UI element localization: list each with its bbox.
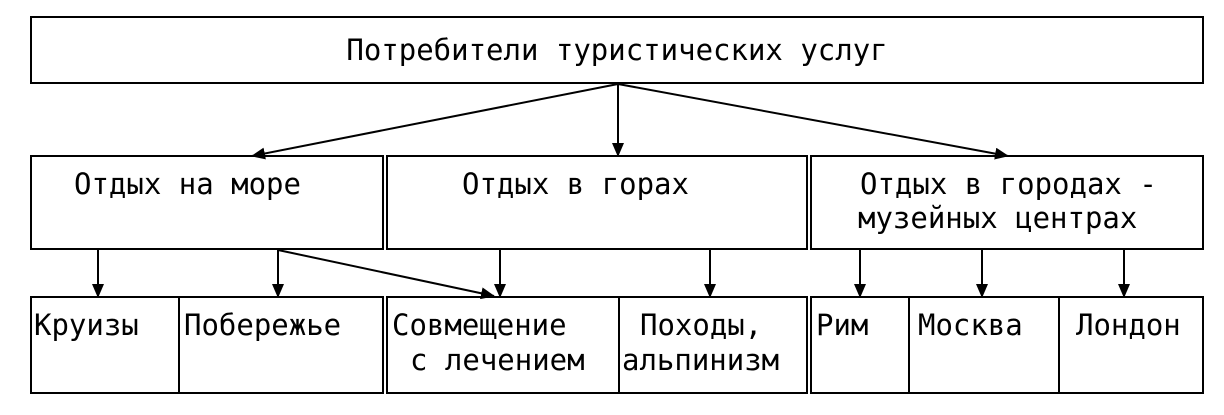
category-label-cities-line1: Отдых в городах - <box>860 167 1157 201</box>
leaf-box-rome <box>810 296 910 394</box>
leaf-label-rome: Рим <box>816 308 869 342</box>
leaf-label-london: Лондон <box>1076 308 1181 342</box>
category-label-cities-line2: музейных центрах <box>858 201 1138 235</box>
category-box-mountains <box>386 155 808 250</box>
category-box-cities <box>810 155 1204 250</box>
arrow-sea-to-combined <box>277 249 495 300</box>
leaf-label-combined-line2: с лечением <box>410 343 585 377</box>
leaf-label-cruises: Круизы <box>34 308 139 342</box>
category-label-mountains: Отдых в горах <box>462 167 689 201</box>
root-node-label: Потребители туристических услуг <box>346 33 888 67</box>
root-node-box <box>30 16 1204 84</box>
leaf-label-coast: Побережье <box>184 308 342 342</box>
leaf-box-hiking <box>618 296 808 394</box>
leaf-box-london <box>1058 296 1204 394</box>
category-box-sea <box>30 155 384 250</box>
arrow-root-to-sea <box>251 83 619 160</box>
leaf-label-hiking-line2: альпинизм <box>622 343 780 377</box>
category-label-sea: Отдых на море <box>74 167 301 201</box>
leaf-label-moscow: Москва <box>918 308 1023 342</box>
leaf-label-hiking-line1: Походы, <box>640 308 763 342</box>
leaf-box-coast <box>178 296 384 394</box>
leaf-box-combined <box>386 296 620 394</box>
arrow-root-to-cities <box>617 83 1009 160</box>
leaf-box-cruises <box>30 296 180 394</box>
leaf-label-combined-line1: Совмещение <box>392 308 567 342</box>
